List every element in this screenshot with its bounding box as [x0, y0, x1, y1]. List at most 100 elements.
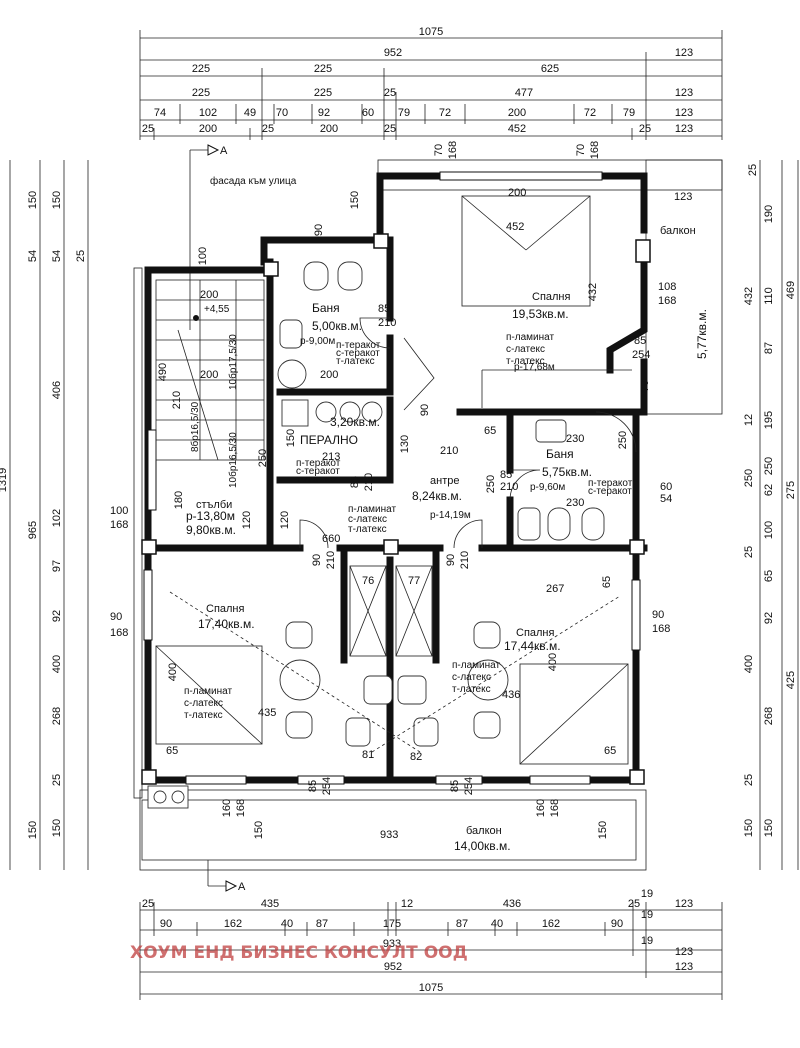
inner-dim-37: 65 — [166, 745, 178, 757]
section-marker-top: A — [189, 144, 228, 330]
stairs-steps-3: 10бр16,5/30 — [227, 432, 239, 488]
bath2-finish-0: п-теракот — [588, 478, 633, 489]
dim-bot-r1-0: 25 — [142, 898, 154, 910]
inner-dim-30: 65 — [601, 576, 613, 588]
inner-dim-68: 90 — [313, 224, 325, 236]
room-label-bath2: Баня 5,75кв.м. р-9,60м п-теракот с-терак… — [530, 447, 633, 497]
dim-left-c4-4: 150 — [27, 821, 39, 839]
dim-top-r5-6: 79 — [398, 107, 410, 119]
inner-dim-3: 85 — [378, 303, 390, 315]
dim-top-r4-2: 25 — [384, 87, 396, 99]
dim-top-r4-1: 225 — [314, 87, 332, 99]
dim-bot-r1-4: 25 — [628, 898, 640, 910]
dim-right-c1-9: 25 — [743, 546, 755, 558]
dim-left-c3-5: 92 — [51, 610, 63, 622]
inner-dim-38: 81 — [362, 749, 374, 761]
dim-left-overall: 1319 — [0, 468, 9, 492]
bath2-area: 5,75кв.м. — [542, 465, 592, 479]
top-dimension-chains: 1075 952 123 225 225 625 225 225 25 477 … — [139, 26, 723, 159]
inner-dim-70: 200 — [320, 369, 338, 381]
dim-right-c1-8: 100 — [763, 521, 775, 539]
hall-finish-1: с-латекс — [348, 514, 387, 525]
dim-right-c1-6: 250 — [743, 469, 755, 487]
inner-dim-62: 120 — [279, 511, 291, 529]
dim-top-r4-0: 225 — [192, 87, 210, 99]
dim-left-c3-0: 150 — [51, 191, 63, 209]
inner-dim-43: 254 — [463, 777, 475, 795]
dim-top-r1-0: 1075 — [419, 26, 443, 38]
inner-dim-22: 250 — [485, 475, 497, 493]
dim-bot-r4-1: 123 — [675, 961, 693, 973]
inner-dim-8: 213 — [322, 451, 340, 463]
bedroom-left-name: Спалня — [206, 603, 245, 615]
dim-bot-r2-9: 19 — [641, 909, 653, 921]
inner-dim-17: 660 — [322, 533, 340, 545]
inner-dimension-labels: 200 452 432 85 210 70 90 130 213 150 210… — [110, 187, 692, 841]
inner-dim-44: 436 — [502, 689, 520, 701]
bedroom-left-area: 17,40кв.м. — [198, 617, 255, 631]
hall-area: 8,24кв.м. — [412, 489, 462, 503]
inner-dim-11: 65 — [484, 425, 496, 437]
dim-bot-r2-8: 90 — [611, 918, 623, 930]
dim-top-r5-8: 200 — [508, 107, 526, 119]
section-marker-top-label: A — [220, 145, 228, 157]
staircase — [155, 279, 265, 461]
facade-label: фасада към улица — [210, 175, 297, 187]
inner-dim-35: 400 — [167, 663, 179, 681]
dim-right-c1-3: 87 — [763, 342, 775, 354]
dim-top-r6-2: 25 — [262, 123, 274, 135]
dim-bot-r2-4: 175 — [383, 918, 401, 930]
room-label-stairs: +4,55 8бр16,5/30 10бр17,5/30 10бр16,5/30… — [186, 304, 239, 537]
dim-right-c2-2: 425 — [785, 671, 797, 689]
inner-dim-66: 490 — [157, 363, 169, 381]
dim-right-c1-12: 400 — [743, 655, 755, 673]
inner-dim-48: 168 — [235, 799, 247, 817]
dim-right-c1-13: 268 — [763, 707, 775, 725]
room-label-balcony-top: балкон 5,77кв.м. — [660, 225, 709, 359]
dim-top-r6-1: 200 — [199, 123, 217, 135]
laundry-area: 3,20кв.м. — [330, 415, 380, 429]
dim-window-top-3: 168 — [589, 141, 601, 159]
dim-top-r5-5: 60 — [362, 107, 374, 119]
bath2-perimeter: р-9,60м — [530, 482, 565, 493]
balcony-bottom-name: балкон — [466, 825, 502, 837]
bed-top — [461, 195, 632, 408]
bedroom-left-finish-1: с-латекс — [184, 698, 223, 709]
dim-left-c2-0: 965 — [27, 521, 39, 539]
balcony-top-area: 5,77кв.м. — [695, 309, 709, 359]
dim-top-r3-2: 625 — [541, 63, 559, 75]
bath1-area: 5,00кв.м. — [312, 319, 362, 333]
dim-bot-r1-5: 19 — [641, 888, 653, 900]
dim-bot-r4-0: 952 — [384, 961, 402, 973]
inner-dim-4: 210 — [378, 317, 396, 329]
inner-dim-60: 168 — [110, 519, 128, 531]
inner-dim-33: 90 — [652, 609, 664, 621]
dim-left-c5-1: 25 — [75, 250, 87, 262]
door-swings — [299, 317, 637, 549]
bedroom-top-finish-1: с-латекс — [506, 344, 545, 355]
inner-dim-58: 123 — [674, 191, 692, 203]
stairs-steps-2: 10бр17,5/30 — [227, 334, 239, 390]
dim-bot-r3-2: 123 — [675, 946, 693, 958]
dim-right-c3-1: 275 — [785, 481, 797, 499]
dim-bot-r1-2: 12 — [401, 898, 413, 910]
dim-left-c3-9: 150 — [51, 819, 63, 837]
dim-left-c3-6: 400 — [51, 655, 63, 673]
bedroom-left-finish-0: п-ламинат — [184, 686, 232, 697]
inner-dim-2: 432 — [587, 283, 599, 301]
bedroom-right-finish-2: т-латекс — [452, 684, 491, 695]
dim-top-r5-11: 123 — [675, 107, 693, 119]
inner-dim-63: 200 — [200, 289, 218, 301]
inner-dim-61: 120 — [241, 511, 253, 529]
left-dimension-chains: 1319 965 150 54 406 102 97 92 400 268 25… — [0, 160, 89, 870]
inner-dim-23: 85 — [500, 469, 512, 481]
dim-top-r2-1: 123 — [675, 47, 693, 59]
dim-bot-r5-0: 1075 — [419, 982, 443, 994]
windows — [143, 171, 641, 785]
inner-dim-1: 452 — [506, 221, 524, 233]
dim-right-c1-2: 110 — [763, 287, 775, 305]
watermark: ХОУМ ЕНД БИЗНЕС КОНСУЛТ ООД — [130, 943, 468, 963]
dim-bot-r2-3: 87 — [316, 918, 328, 930]
dim-left-c3-7: 268 — [51, 707, 63, 725]
inner-dim-18: 85 — [349, 476, 361, 488]
